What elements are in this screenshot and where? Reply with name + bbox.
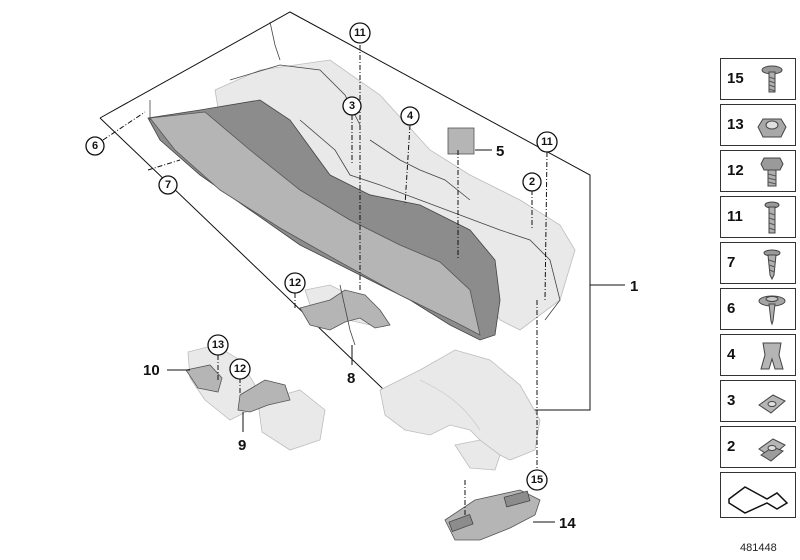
svg-text:11: 11 xyxy=(354,27,366,39)
legend-arrow-cell xyxy=(720,472,796,518)
legend-item: 11 xyxy=(720,196,796,238)
legend-number: 13 xyxy=(727,116,744,133)
label-1: 1 xyxy=(630,278,638,295)
callout-7: 7 xyxy=(158,175,178,195)
svg-text:13: 13 xyxy=(212,339,224,351)
label-10: 10 xyxy=(143,362,160,379)
callout-11-right: 11 xyxy=(536,131,558,153)
legend-item: 7 xyxy=(720,242,796,284)
bracket-8-part xyxy=(299,284,391,346)
legend-number: 12 xyxy=(727,162,744,179)
spring-clip-icon xyxy=(760,342,784,370)
legend-number: 11 xyxy=(727,208,743,225)
svg-text:11: 11 xyxy=(541,136,553,148)
u-clip-nut-icon xyxy=(758,438,786,462)
label-leaders xyxy=(167,149,625,523)
air-duct-part xyxy=(379,349,541,471)
hex-bolt-icon xyxy=(760,157,784,187)
legend-item: 4 xyxy=(720,334,796,376)
callout-12-bracket-8: 12 xyxy=(284,272,306,294)
legend-number: 2 xyxy=(727,438,736,455)
label-14: 14 xyxy=(559,515,576,532)
screw-flange-icon xyxy=(761,65,783,93)
legend-item: 3 xyxy=(720,380,796,422)
legend-number: 4 xyxy=(727,346,736,363)
callout-6: 6 xyxy=(85,136,105,156)
label-9: 9 xyxy=(238,437,246,454)
callout-15: 15 xyxy=(526,469,548,491)
svg-text:12: 12 xyxy=(289,277,301,289)
tray-14-part xyxy=(444,489,541,541)
legend-item: 15 xyxy=(720,58,796,100)
legend-number: 3 xyxy=(727,392,736,409)
diagram-number: 481448 xyxy=(740,542,777,554)
svg-text:7: 7 xyxy=(165,179,171,191)
washer-screw-icon xyxy=(758,295,786,326)
bracket-9-10-part xyxy=(185,344,326,451)
svg-text:4: 4 xyxy=(407,110,414,122)
svg-text:2: 2 xyxy=(529,176,535,188)
clip-nut-icon xyxy=(758,394,786,414)
center-console-part xyxy=(147,21,576,341)
hex-nut-icon xyxy=(757,118,787,138)
callout-12-bracket-9: 12 xyxy=(229,358,251,380)
legend-item: 13 xyxy=(720,104,796,146)
label-5: 5 xyxy=(496,143,504,160)
legend-item: 2 xyxy=(720,426,796,468)
self-tapping-screw-icon xyxy=(763,249,781,281)
legend-item: 12 xyxy=(720,150,796,192)
callout-4: 4 xyxy=(400,106,420,126)
callout-13: 13 xyxy=(207,334,229,356)
callout-2: 2 xyxy=(522,172,542,192)
legend-item: 6 xyxy=(720,288,796,330)
fastener-legend: 15 13 12 11 7 xyxy=(720,58,798,522)
callout-3: 3 xyxy=(342,96,362,116)
legend-number: 7 xyxy=(727,254,736,271)
label-8: 8 xyxy=(347,370,355,387)
svg-text:6: 6 xyxy=(92,140,98,152)
svg-text:15: 15 xyxy=(531,474,543,486)
legend-number: 6 xyxy=(727,300,736,317)
svg-text:12: 12 xyxy=(234,363,246,375)
legend-number: 15 xyxy=(727,70,744,87)
svg-text:3: 3 xyxy=(349,100,355,112)
direction-arrow-icon xyxy=(728,486,789,514)
callout-11-top: 11 xyxy=(349,22,371,44)
assembly-frame xyxy=(99,11,591,411)
axis-lines xyxy=(102,45,548,515)
long-screw-icon xyxy=(764,201,780,234)
